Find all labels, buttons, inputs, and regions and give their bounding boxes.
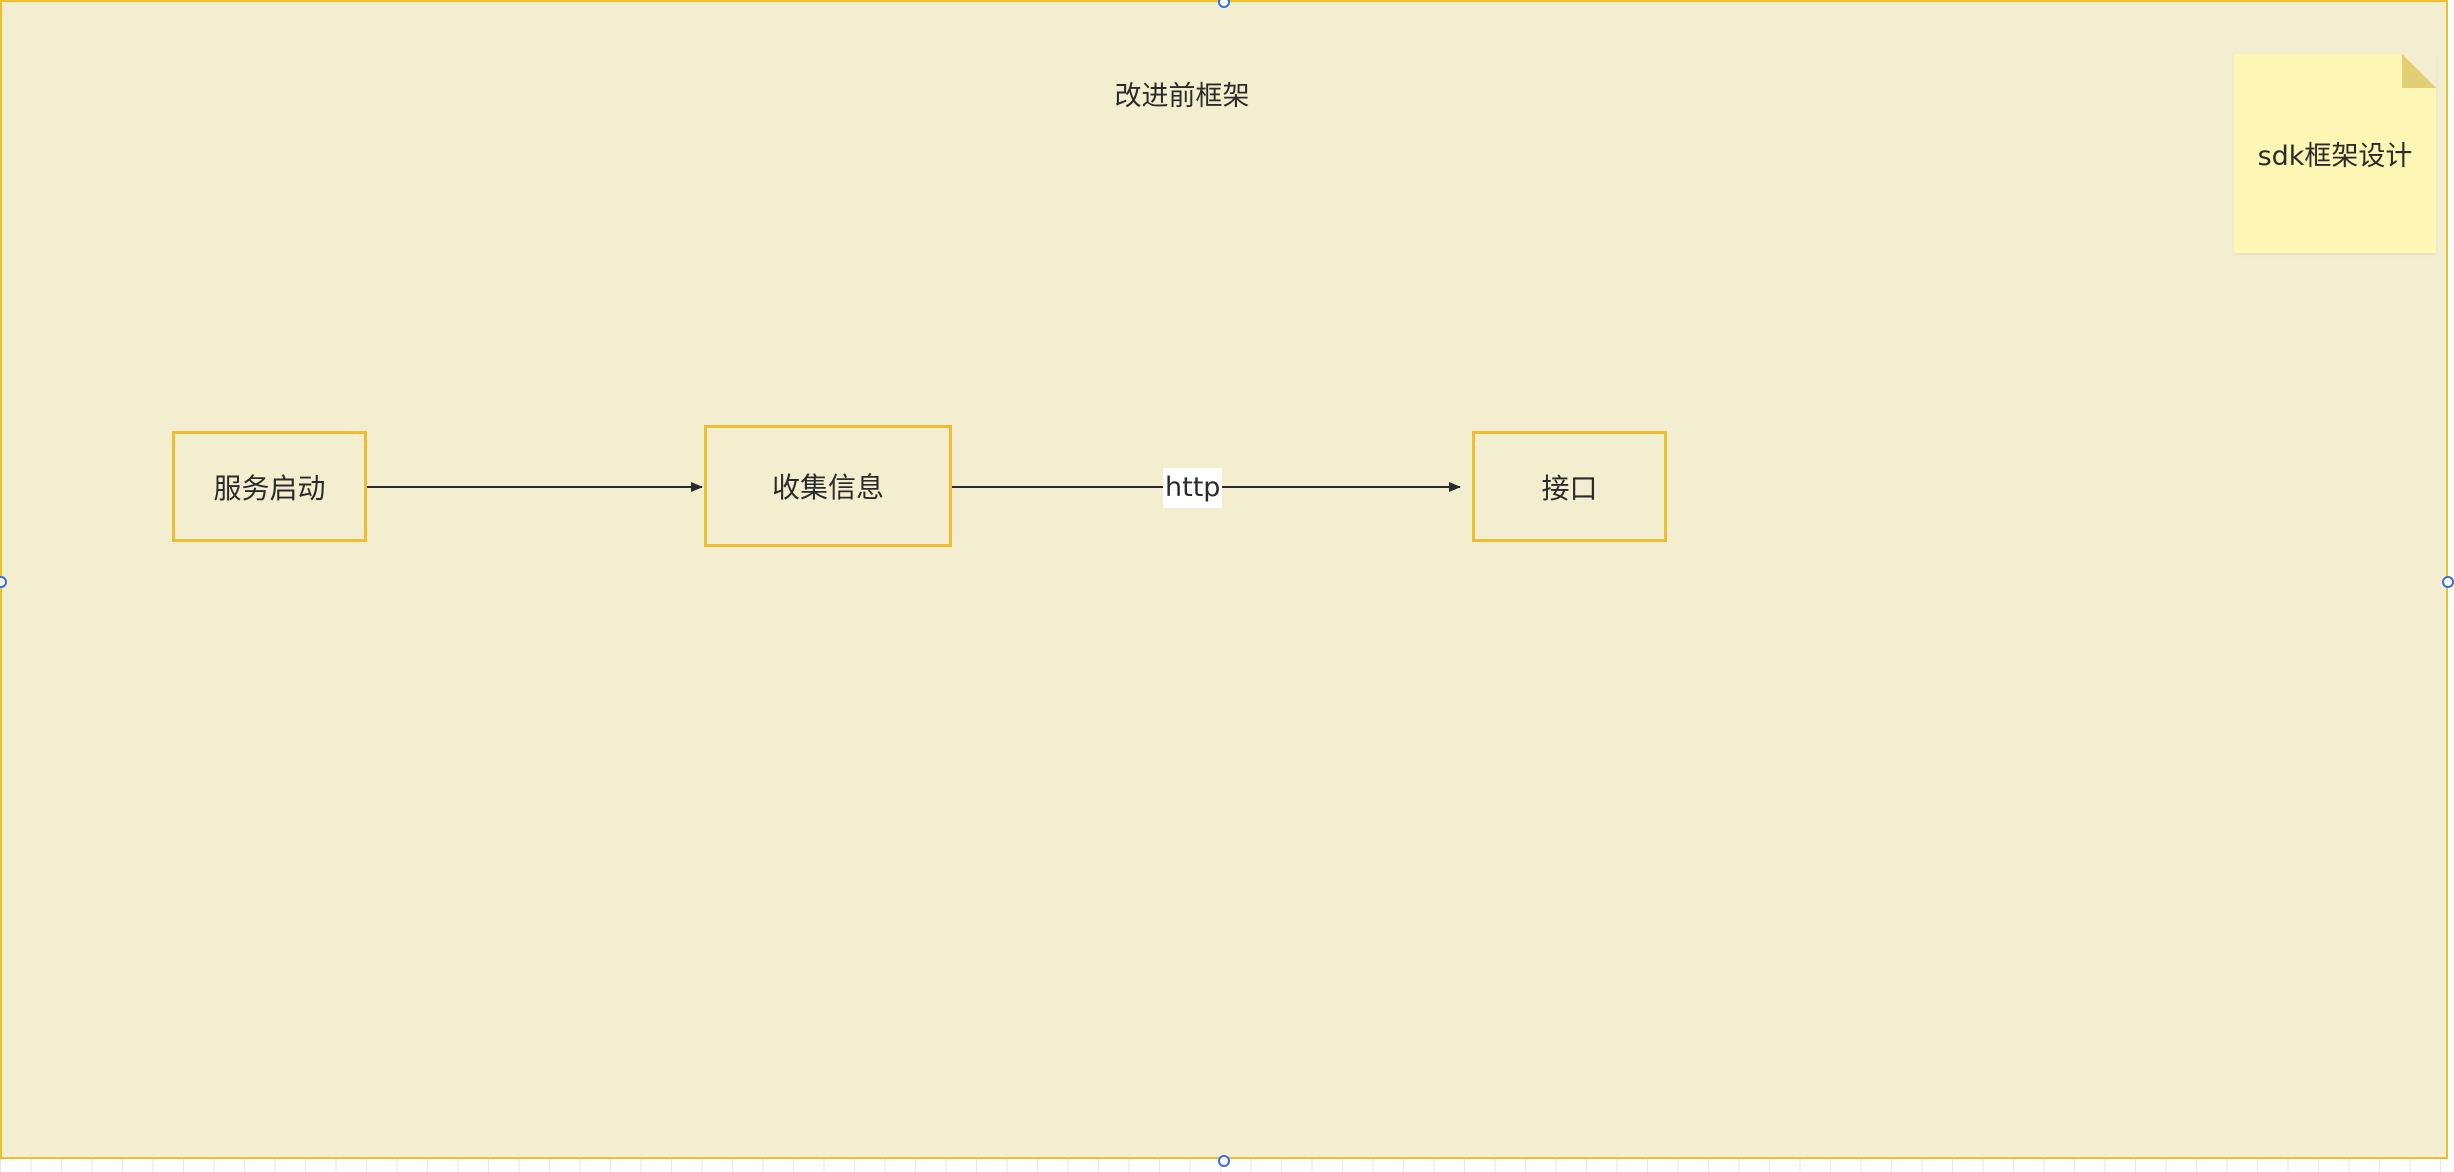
resize-handle-left[interactable] <box>0 576 7 588</box>
sticky-note-text: sdk框架设计 <box>2257 141 2413 172</box>
frame-title[interactable]: 改进前框架 <box>1114 81 1250 112</box>
node-interface-label: 接口 <box>1541 471 1598 505</box>
edge-label-http[interactable]: http <box>1163 468 1223 508</box>
node-service-start[interactable]: 服务启动 <box>172 431 367 542</box>
resize-handle-bottom[interactable] <box>1218 1155 1230 1167</box>
resize-handle-top[interactable] <box>1218 0 1230 8</box>
node-collect-info-label: 收集信息 <box>771 471 884 504</box>
node-interface[interactable]: 接口 <box>1472 431 1667 542</box>
node-service-start-label: 服务启动 <box>213 471 326 505</box>
node-collect-info[interactable]: 收集信息 <box>704 425 952 547</box>
sticky-fold-corner <box>2402 54 2436 88</box>
resize-handle-right[interactable] <box>2442 576 2454 588</box>
sticky-note[interactable]: sdk框架设计 <box>2234 54 2436 253</box>
